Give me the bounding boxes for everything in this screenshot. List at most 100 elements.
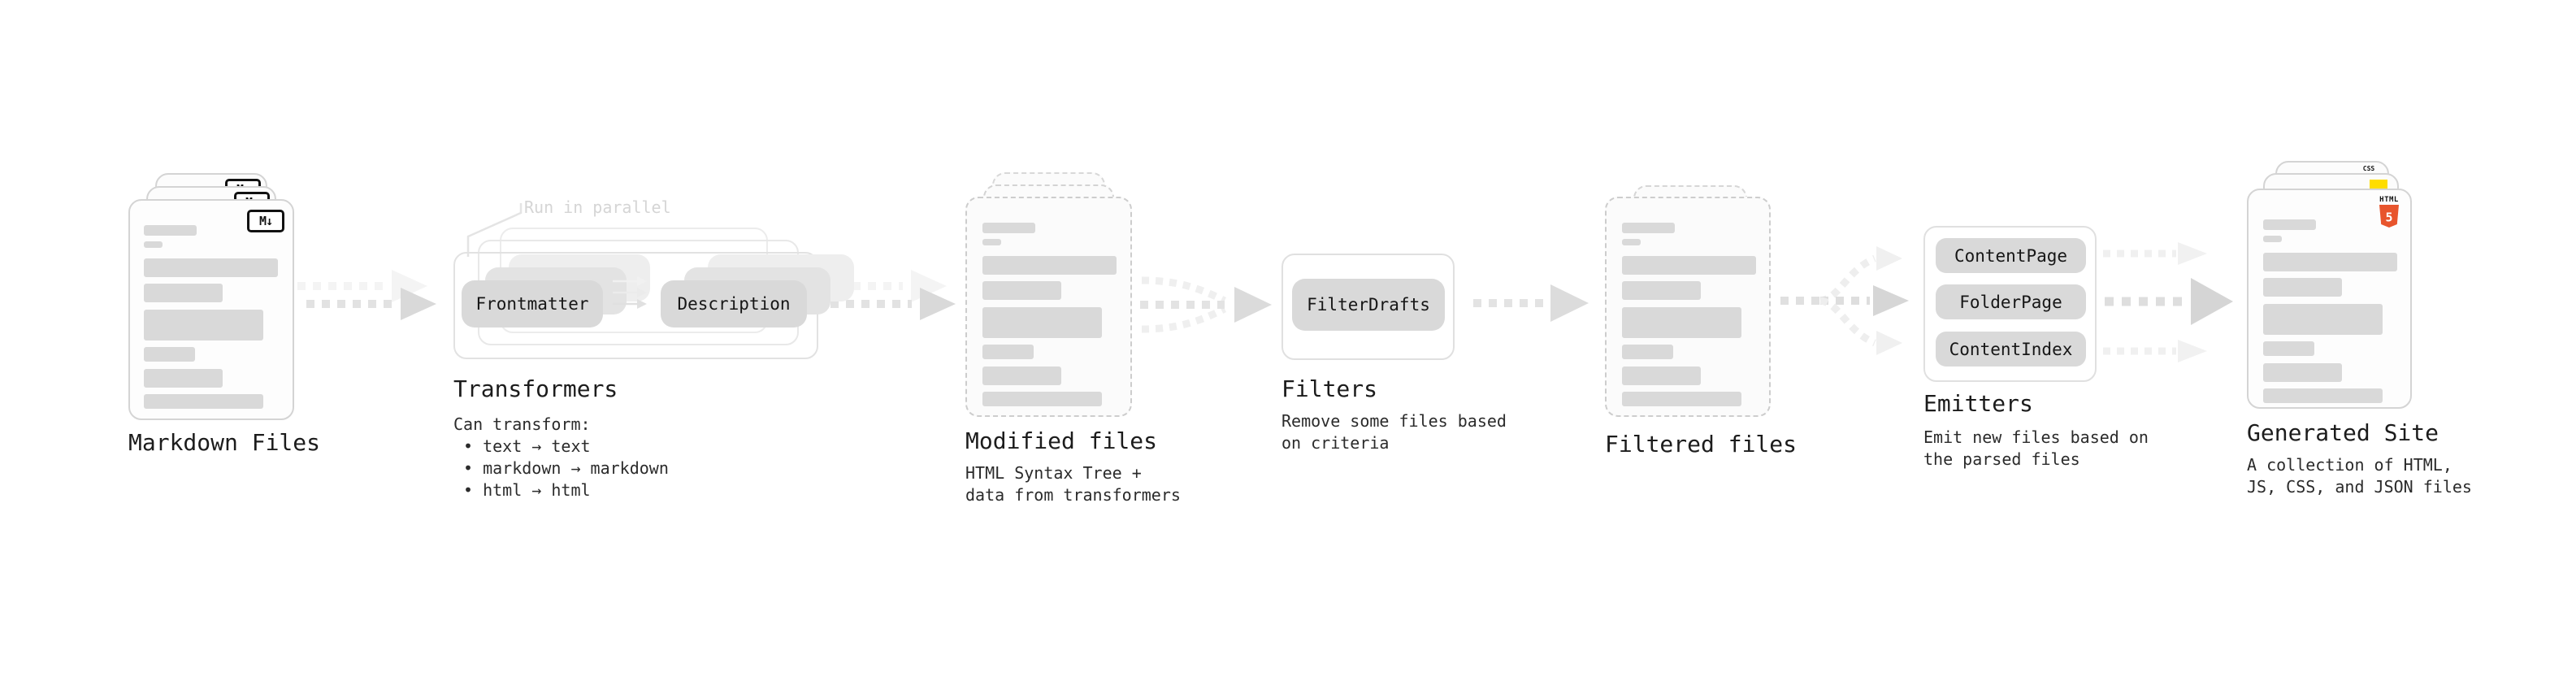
description-heading: Can transform: (453, 414, 591, 434)
generated-site-subtitle: A collection of HTML, JS, CSS, and JSON … (2247, 454, 2472, 498)
stage-title-generated-site: Generated Site (2247, 419, 2439, 446)
text-line-placeholder (982, 392, 1102, 406)
stage-title-modified-files: Modified files (965, 427, 1158, 454)
parallel-arrows-emitters-to-site (2103, 242, 2233, 362)
text-line-placeholder (144, 347, 195, 362)
folderpage-pill: FolderPage (1936, 284, 2086, 319)
fanout-arrow-filtered-to-emitters (1780, 246, 1909, 355)
text-line-placeholder (2263, 278, 2342, 297)
arrowhead (2191, 278, 2233, 325)
text-line-placeholder (1622, 256, 1756, 275)
flow-arrow-transformers-to-modified (822, 270, 956, 320)
merge-branch-top (1141, 276, 1227, 305)
fan-branch-top (1819, 254, 1876, 305)
text-line-placeholder (1622, 345, 1673, 359)
text-line-placeholder (144, 394, 263, 409)
text-line-placeholder (2263, 341, 2314, 356)
modified-files-subtitle: HTML Syntax Tree + data from transformer… (965, 462, 1181, 506)
file-content-placeholder (2263, 219, 2397, 403)
arrowhead (1550, 284, 1589, 322)
html-label: HTML (2379, 196, 2399, 204)
filterdrafts-pill: FilterDrafts (1292, 279, 1445, 331)
arrowhead (2178, 242, 2207, 265)
merge-arrow-modified-to-filters (1140, 276, 1272, 333)
stage-title-emitters: Emitters (1923, 390, 2033, 417)
text-line-placeholder (144, 225, 197, 236)
text-line-placeholder (1622, 392, 1741, 406)
html5-number: 5 (2385, 210, 2392, 225)
contentpage-pill: ContentPage (1936, 238, 2086, 273)
text-line-placeholder (982, 345, 1034, 359)
text-line-placeholder (982, 367, 1061, 385)
arrowhead (1234, 287, 1272, 323)
html5-shield: 5 (2379, 205, 2399, 228)
subtitle-line: JS, CSS, and JSON files (2247, 477, 2472, 497)
filtered-file-card (1605, 197, 1771, 417)
file-content-placeholder (982, 223, 1117, 406)
text-line-placeholder (1622, 367, 1701, 385)
text-line-placeholder (1622, 281, 1701, 300)
text-line-placeholder (144, 310, 263, 340)
file-content-placeholder (144, 225, 278, 409)
text-line-placeholder (982, 239, 1001, 245)
text-line-placeholder (982, 256, 1117, 275)
arrowhead (637, 276, 647, 286)
text-line-placeholder (982, 307, 1102, 338)
markdown-icon: M↓ (247, 210, 284, 232)
js-icon (2370, 180, 2387, 189)
text-line-placeholder (144, 369, 223, 388)
emitters-subtitle: Emit new files based on the parsed files (1923, 427, 2149, 471)
stage-title-transformers: Transformers (453, 375, 618, 402)
subtitle-line: A collection of HTML, (2247, 455, 2452, 475)
text-line-placeholder (2263, 304, 2383, 335)
frontmatter-pill: Frontmatter (462, 280, 603, 327)
text-line-placeholder (2263, 219, 2316, 230)
shield-shape (2379, 205, 2399, 228)
text-line-placeholder (1622, 223, 1675, 233)
modified-file-card (965, 197, 1132, 417)
text-line-placeholder (1622, 307, 1741, 338)
stage-title-filters: Filters (1281, 375, 1378, 402)
flow-arrow-filters-to-filtered (1473, 284, 1589, 322)
text-line-placeholder (2263, 253, 2397, 271)
text-line-placeholder (144, 241, 163, 248)
arrowhead (401, 288, 436, 320)
subtitle-line: Emit new files based on (1923, 427, 2149, 447)
text-line-placeholder (144, 284, 223, 302)
arrowhead (1876, 331, 1902, 355)
stage-title-filtered-files: Filtered files (1605, 431, 1798, 458)
description-bullet: • markdown → markdown (463, 458, 669, 478)
markdown-file-card: M↓ (128, 199, 294, 420)
transformers-description: Can transform: • text → text • markdown … (453, 414, 669, 501)
subtitle-line: HTML Syntax Tree + (965, 463, 1142, 483)
arrowhead (1876, 246, 1902, 271)
stage-title-markdown-files: Markdown Files (128, 429, 321, 456)
arrowhead (1873, 285, 1909, 316)
description-bullet: • text → text (463, 436, 591, 456)
subtitle-line: data from transformers (965, 485, 1181, 505)
description-pill: Description (661, 280, 807, 327)
text-line-placeholder (982, 281, 1061, 300)
text-line-placeholder (144, 258, 278, 277)
text-line-placeholder (2263, 236, 2282, 242)
run-in-parallel-note: Run in parallel (524, 197, 671, 217)
text-line-placeholder (1622, 239, 1641, 245)
contentindex-pill: ContentIndex (1936, 332, 2086, 367)
text-line-placeholder (982, 223, 1035, 233)
parallel-mini-arrows (613, 276, 647, 309)
fan-branch-bottom (1819, 297, 1876, 347)
subtitle-line: on criteria (1281, 433, 1390, 453)
arrowhead (637, 288, 647, 297)
filters-subtitle: Remove some files based on criteria (1281, 410, 1507, 454)
merge-branch-bottom (1141, 305, 1227, 333)
arrowhead (920, 288, 956, 320)
arrowhead (637, 299, 647, 309)
arrowhead (2178, 340, 2207, 362)
run-in-parallel-leader-line (466, 203, 523, 257)
file-content-placeholder (1622, 223, 1756, 406)
flow-arrow-markdown-to-transformers (297, 270, 436, 320)
subtitle-line: the parsed files (1923, 449, 2080, 469)
html5-icon: HTML 5 (2379, 196, 2400, 228)
site-file-card-html: HTML 5 (2247, 189, 2412, 409)
